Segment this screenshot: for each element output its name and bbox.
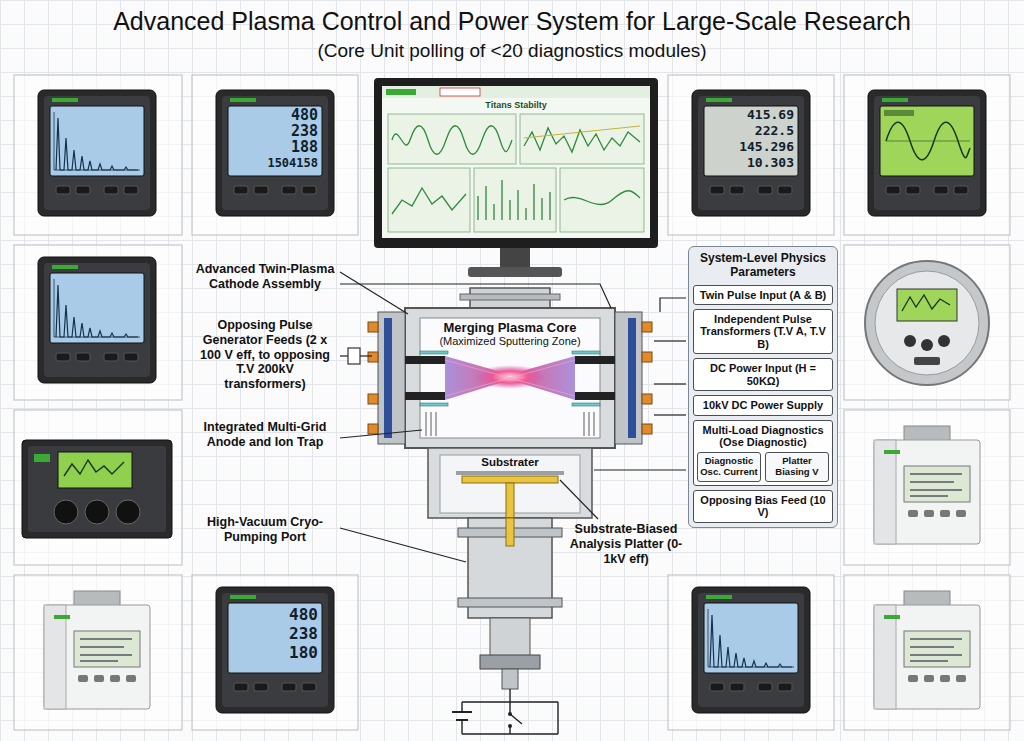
callout-label: Substrate-Biased Analysis Platter (0-1kV… — [566, 522, 686, 566]
meter-reading: 145.296 — [708, 140, 794, 154]
callout-label: Integrated Multi-Grid Anode and Ion Trap — [194, 420, 336, 450]
parameter-box: Independent Pulse Transformers (T.V A, T… — [693, 309, 833, 354]
box-heading: System-Level Physics Parameters — [693, 251, 833, 281]
callout-label: Advanced Twin-Plasma Cathode Assembly — [194, 262, 336, 292]
meter-reading: 238 — [232, 626, 318, 643]
box-heading: Independent Pulse Transformers (T.V A, T… — [697, 313, 829, 350]
parameter-box: DC Power Input (H = 50KΩ) — [693, 358, 833, 391]
box-heading: Diagnostic Osc. Current — [700, 456, 758, 477]
meter-reading: 238 — [232, 124, 318, 140]
box-heading: Twin Pulse Input (A & B) — [697, 289, 829, 301]
diagnostic-box: Diagnostic Osc. Current — [697, 452, 761, 481]
callout-label: High-Vacuum Cryo-Pumping Port — [194, 515, 336, 545]
parameter-box: Twin Pulse Input (A & B) — [693, 285, 833, 305]
plasma-chamber — [368, 288, 652, 734]
box-heading: 10kV DC Power Supply — [697, 399, 829, 411]
subtitle: (Core Unit polling of <20 diagnostics mo… — [0, 40, 1024, 62]
diagnostics-group: Multi-Load Diagnostics (Ose Diagnostic) D… — [693, 420, 833, 486]
callout-label: Opposing Pulse Generator Feeds (2 x 100 … — [194, 318, 336, 392]
diagnostic-box: Platter Biasing V — [765, 452, 829, 481]
parameter-box: Opposing Bias Feed (10 V) — [693, 490, 833, 523]
zone-label: (Maximized Sputtering Zone) — [425, 335, 595, 348]
monitor — [374, 78, 658, 277]
box-heading: Platter Biasing V — [768, 456, 826, 477]
box-heading: Multi-Load Diagnostics (Ose Diagnostic) — [697, 424, 829, 449]
meter-reading: 222.5 — [708, 124, 794, 138]
meter-reading: 415.69 — [708, 108, 794, 122]
diagram-title: Advanced Plasma Control and Power System… — [0, 6, 1024, 36]
box-heading: Opposing Bias Feed (10 V) — [697, 494, 829, 519]
meter-reading: 480 — [232, 607, 318, 624]
meter-reading: 180 — [232, 645, 318, 662]
power-meters — [22, 90, 989, 713]
meter-reading: 188 — [232, 140, 318, 156]
meter-reading: 480 — [232, 108, 318, 124]
parameter-panel: System-Level Physics ParametersTwin Puls… — [688, 246, 838, 528]
meter-reading: 1504158 — [232, 157, 318, 170]
parameter-box: 10kV DC Power Supply — [693, 395, 833, 415]
box-heading: DC Power Input (H = 50KΩ) — [697, 362, 829, 387]
leader-lines — [340, 272, 686, 562]
meter-reading: 10.303 — [708, 156, 794, 170]
screen-title: Titans Stabilty — [470, 100, 562, 111]
zone-label: Merging Plasma Core — [425, 320, 595, 335]
part-label: Substrater — [466, 456, 554, 470]
meter-tiles — [14, 75, 1010, 730]
